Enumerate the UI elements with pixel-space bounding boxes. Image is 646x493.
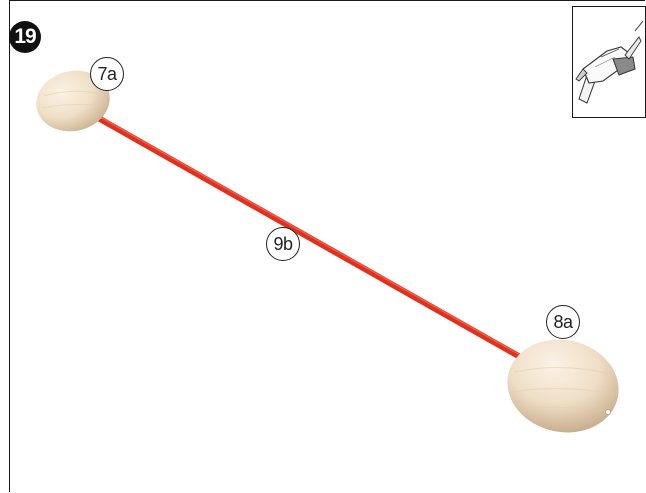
hot-glue-gun-icon — [575, 20, 644, 104]
wooden-egg-large — [507, 339, 619, 433]
drill-hole — [605, 409, 611, 415]
part-label-7a: 7a — [97, 63, 117, 84]
instruction-frame — [9, 0, 645, 492]
step-number-badge: 19 — [9, 21, 41, 53]
part-label-9b: 9b — [273, 233, 293, 254]
part-callout-9b: 9b — [266, 227, 300, 261]
wooden-egg-small — [36, 70, 110, 132]
step-number: 19 — [14, 25, 36, 48]
part-callout-7a: 7a — [90, 57, 124, 91]
part-label-8a: 8a — [553, 311, 573, 332]
part-callout-8a: 8a — [546, 305, 580, 339]
rod-9b — [97, 116, 525, 361]
tool-icon-box — [572, 6, 646, 118]
